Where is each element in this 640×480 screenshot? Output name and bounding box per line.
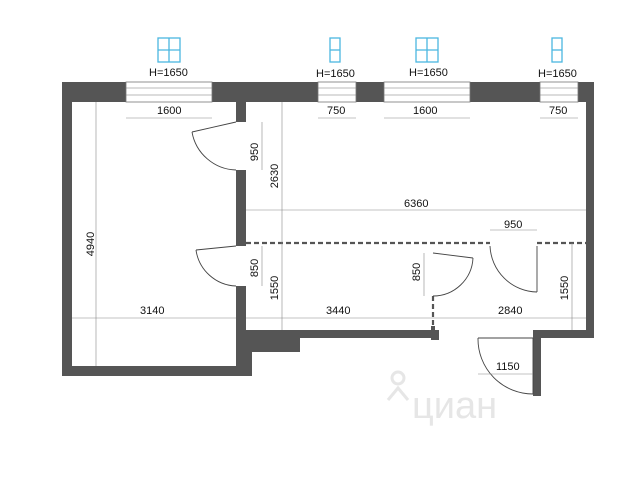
dim-door-950-horizontal: 950 [504, 219, 522, 231]
window-icon-3 [415, 37, 439, 63]
window-height-label-2: H=1650 [316, 68, 355, 80]
window-width-label-2: 750 [327, 105, 345, 117]
walls [62, 82, 594, 396]
dim-left-room-height: 4940 [85, 232, 97, 256]
window-icon-1 [157, 37, 181, 63]
watermark: циан [386, 370, 497, 427]
door-left-lower [195, 245, 237, 287]
window-4 [539, 81, 579, 103]
window-icon-2 [329, 37, 341, 63]
window-height-label-1: H=1650 [149, 67, 188, 79]
dim-corridor-height-right: 1550 [559, 276, 571, 300]
door-right [489, 245, 538, 293]
dim-door-850-left: 850 [249, 259, 261, 277]
dim-main-room-height: 2630 [269, 164, 281, 188]
window-width-label-1: 1600 [157, 105, 181, 117]
dim-corridor-width-3440: 3440 [326, 305, 350, 317]
dimension-lines [72, 102, 586, 375]
window-1 [125, 81, 213, 103]
door-mid [432, 252, 474, 297]
window-height-label-3: H=1650 [409, 67, 448, 79]
window-width-label-3: 1600 [413, 105, 437, 117]
door-left-upper [191, 121, 237, 171]
dim-door-950-vertical: 950 [249, 143, 261, 161]
window-2 [317, 81, 357, 103]
dim-corridor-height-left: 1550 [269, 276, 281, 300]
door-entrance [477, 337, 534, 395]
window-icon-4 [551, 37, 563, 63]
dim-door-850-mid: 850 [411, 263, 423, 281]
dim-left-room-width: 3140 [140, 305, 164, 317]
dim-entrance-width: 1150 [496, 361, 520, 373]
window-width-label-4: 750 [549, 105, 567, 117]
watermark-text: циан [412, 385, 497, 427]
window-height-label-4: H=1650 [538, 68, 577, 80]
dim-main-room-width: 6360 [404, 198, 428, 210]
window-3 [383, 81, 471, 103]
dim-corridor-width-2840: 2840 [498, 305, 522, 317]
